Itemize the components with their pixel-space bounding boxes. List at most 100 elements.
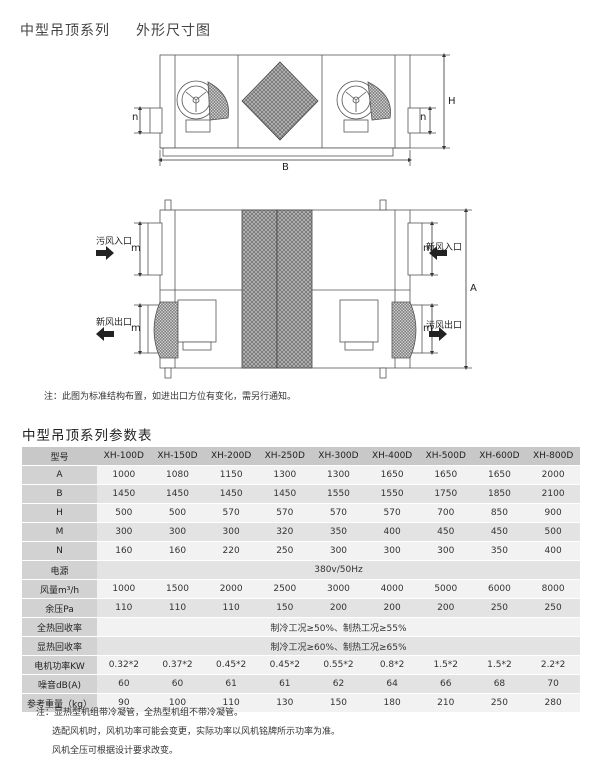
header-cell: XH-600D	[472, 447, 527, 466]
table-cell: 160	[150, 541, 205, 561]
header-cell: XH-800D	[526, 447, 580, 466]
header-cell: XH-150D	[150, 447, 205, 466]
dirty-outlet-arrow	[429, 327, 447, 341]
row-label: 电源	[22, 560, 97, 580]
right-fan-side	[336, 80, 391, 133]
header-cell: XH-400D	[365, 447, 419, 466]
row-label: 风量m³/h	[22, 579, 97, 599]
table-cell: 2000	[526, 465, 580, 485]
table-cell: 500	[97, 503, 151, 523]
dim-n-right: n	[420, 112, 427, 123]
table-cell: 300	[97, 522, 151, 542]
table-cell: 110	[97, 598, 151, 618]
table-cell: 700	[418, 503, 473, 523]
dim-m-bottom-left: m	[131, 323, 141, 334]
table-cell: 110	[150, 598, 205, 618]
table-cell: 2500	[257, 579, 312, 599]
table-cell: 4000	[365, 579, 419, 599]
heat-exchanger-core-side	[241, 61, 319, 141]
table-cell: 450	[472, 522, 527, 542]
table-cell: 300	[311, 541, 366, 561]
table-cell: 570	[365, 503, 419, 523]
table-cell: 68	[472, 674, 527, 694]
table-cell: 570	[311, 503, 366, 523]
table-cell: 400	[526, 541, 580, 561]
bottom-left-fan-plan	[147, 299, 217, 359]
table-cell: 0.8*2	[365, 655, 419, 675]
table-header-row: 型号 XH-100D XH-150D XH-200D XH-250D XH-30…	[22, 447, 580, 466]
table-cell: 200	[418, 598, 473, 618]
bottom-right-fan-plan	[339, 299, 423, 359]
spec-table: 型号 XH-100D XH-150D XH-200D XH-250D XH-30…	[22, 447, 580, 713]
table-cell: 1550	[365, 484, 419, 504]
table-title: 中型吊顶系列参数表	[22, 428, 153, 444]
table-cell: 300	[150, 522, 205, 542]
table-row: 显热回收率制冷工况≥60%、制热工况≥65%	[22, 636, 580, 656]
table-cell: 1850	[472, 484, 527, 504]
table-cell: 60	[97, 674, 151, 694]
table-cell: 60	[150, 674, 205, 694]
table-cell: 1450	[204, 484, 258, 504]
table-cell: 500	[526, 522, 580, 542]
table-cell-merged: 制冷工况≥60%、制热工况≥65%	[97, 636, 580, 656]
table-cell: 8000	[526, 579, 580, 599]
table-cell-merged: 380v/50Hz	[97, 560, 580, 580]
row-label: 全热回收率	[22, 617, 97, 637]
table-cell: 1300	[311, 465, 366, 485]
header-cell: XH-300D	[311, 447, 366, 466]
table-cell: 1650	[365, 465, 419, 485]
table-cell: 61	[204, 674, 258, 694]
drawing-title: 外形尺寸图	[136, 23, 211, 39]
footnote: 选配风机时，风机功率可能会变更，实际功率以风机铭牌所示功率为准。	[52, 727, 341, 737]
header-cell: XH-100D	[97, 447, 151, 466]
table-cell: 300	[365, 541, 419, 561]
table-cell: 350	[311, 522, 366, 542]
table-cell: 160	[97, 541, 151, 561]
row-label: 参考重量（kg）	[22, 693, 97, 713]
table-cell: 500	[150, 503, 205, 523]
heat-exchanger-core-plan	[241, 209, 278, 369]
table-cell: 180	[365, 693, 419, 713]
table-cell: 0.32*2	[97, 655, 151, 675]
table-cell: 300	[204, 522, 258, 542]
table-cell: 64	[365, 674, 419, 694]
row-label: N	[22, 541, 97, 561]
header-cell: 型号	[22, 447, 97, 466]
table-cell: 280	[526, 693, 580, 713]
footnote: 注：显热型机组带冷凝管，全热型机组不带冷凝管。	[36, 708, 244, 718]
table-cell: 150	[311, 693, 366, 713]
table-cell: 320	[257, 522, 312, 542]
dim-m-top-right: m	[423, 243, 433, 254]
fresh-air-inlet-label: 新风入口	[426, 243, 463, 253]
table-cell: 1450	[257, 484, 312, 504]
table-cell: 1300	[257, 465, 312, 485]
table-cell: 450	[418, 522, 473, 542]
table-cell: 2100	[526, 484, 580, 504]
table-cell-merged: 制冷工况≥50%、制热工况≥55%	[97, 617, 580, 637]
footnotes: 注：显热型机组带冷凝管，全热型机组不带冷凝管。 选配风机时，风机功率可能会变更，…	[36, 704, 340, 761]
table-cell: 250	[526, 598, 580, 618]
table-cell: 400	[365, 522, 419, 542]
fresh-outlet-arrow	[96, 327, 114, 341]
table-cell: 350	[472, 541, 527, 561]
table-cell: 1080	[150, 465, 205, 485]
table-cell: 200	[311, 598, 366, 618]
footnote: 风机全压可根据设计要求改变。	[52, 746, 179, 756]
fresh-inlet-arrow	[429, 246, 447, 260]
table-cell: 62	[311, 674, 366, 694]
table-cell: 70	[526, 674, 580, 694]
dirty-air-inlet-label: 污风入口	[96, 237, 133, 247]
row-label: 噪音dB(A)	[22, 674, 97, 694]
row-label: A	[22, 465, 97, 485]
header-cell: XH-500D	[418, 447, 473, 466]
table-cell: 250	[257, 541, 312, 561]
table-cell: 1150	[204, 465, 258, 485]
row-label: 电机功率KW	[22, 655, 97, 675]
dim-m-bottom-right: m	[423, 323, 433, 334]
dim-n-left: n	[132, 112, 139, 123]
